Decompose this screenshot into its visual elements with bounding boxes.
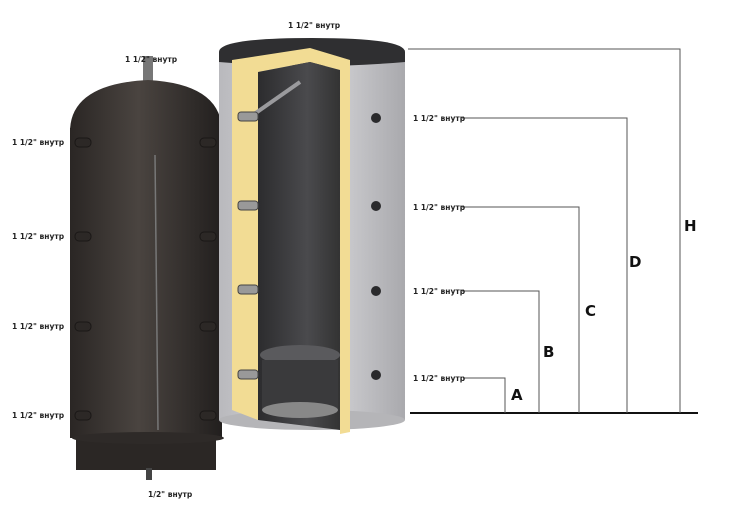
port-c-label: 1 1/2" внутр <box>413 203 466 212</box>
bottom-port-pipe <box>146 468 152 480</box>
right-tank-cutaway <box>219 38 405 434</box>
left-top-port-label: 1 1/2" внутр <box>125 55 178 64</box>
right-top-port-label: 1 1/2" внутр <box>288 21 341 30</box>
dimension-lines <box>408 48 698 414</box>
left-bottom-port-label: 1/2" внутр <box>148 490 193 499</box>
insulation-layer <box>232 48 350 434</box>
left-side-port-label: 1 1/2" внутр <box>12 232 65 241</box>
top-port-pipe <box>143 56 153 82</box>
left-tank <box>70 56 224 480</box>
dimension-c: C <box>585 302 596 320</box>
left-side-port-label: 1 1/2" внутр <box>12 138 65 147</box>
left-side-port-label: 1 1/2" внутр <box>12 322 65 331</box>
port-a-label: 1 1/2" внутр <box>413 374 466 383</box>
dimension-a: A <box>511 386 523 404</box>
dimension-d: D <box>629 253 641 271</box>
left-side-port-label: 1 1/2" внутр <box>12 411 65 420</box>
port-b-label: 1 1/2" внутр <box>413 287 466 296</box>
dimension-b: B <box>543 343 554 361</box>
dimension-h: H <box>684 217 697 235</box>
port-d-label: 1 1/2" внутр <box>413 114 466 123</box>
